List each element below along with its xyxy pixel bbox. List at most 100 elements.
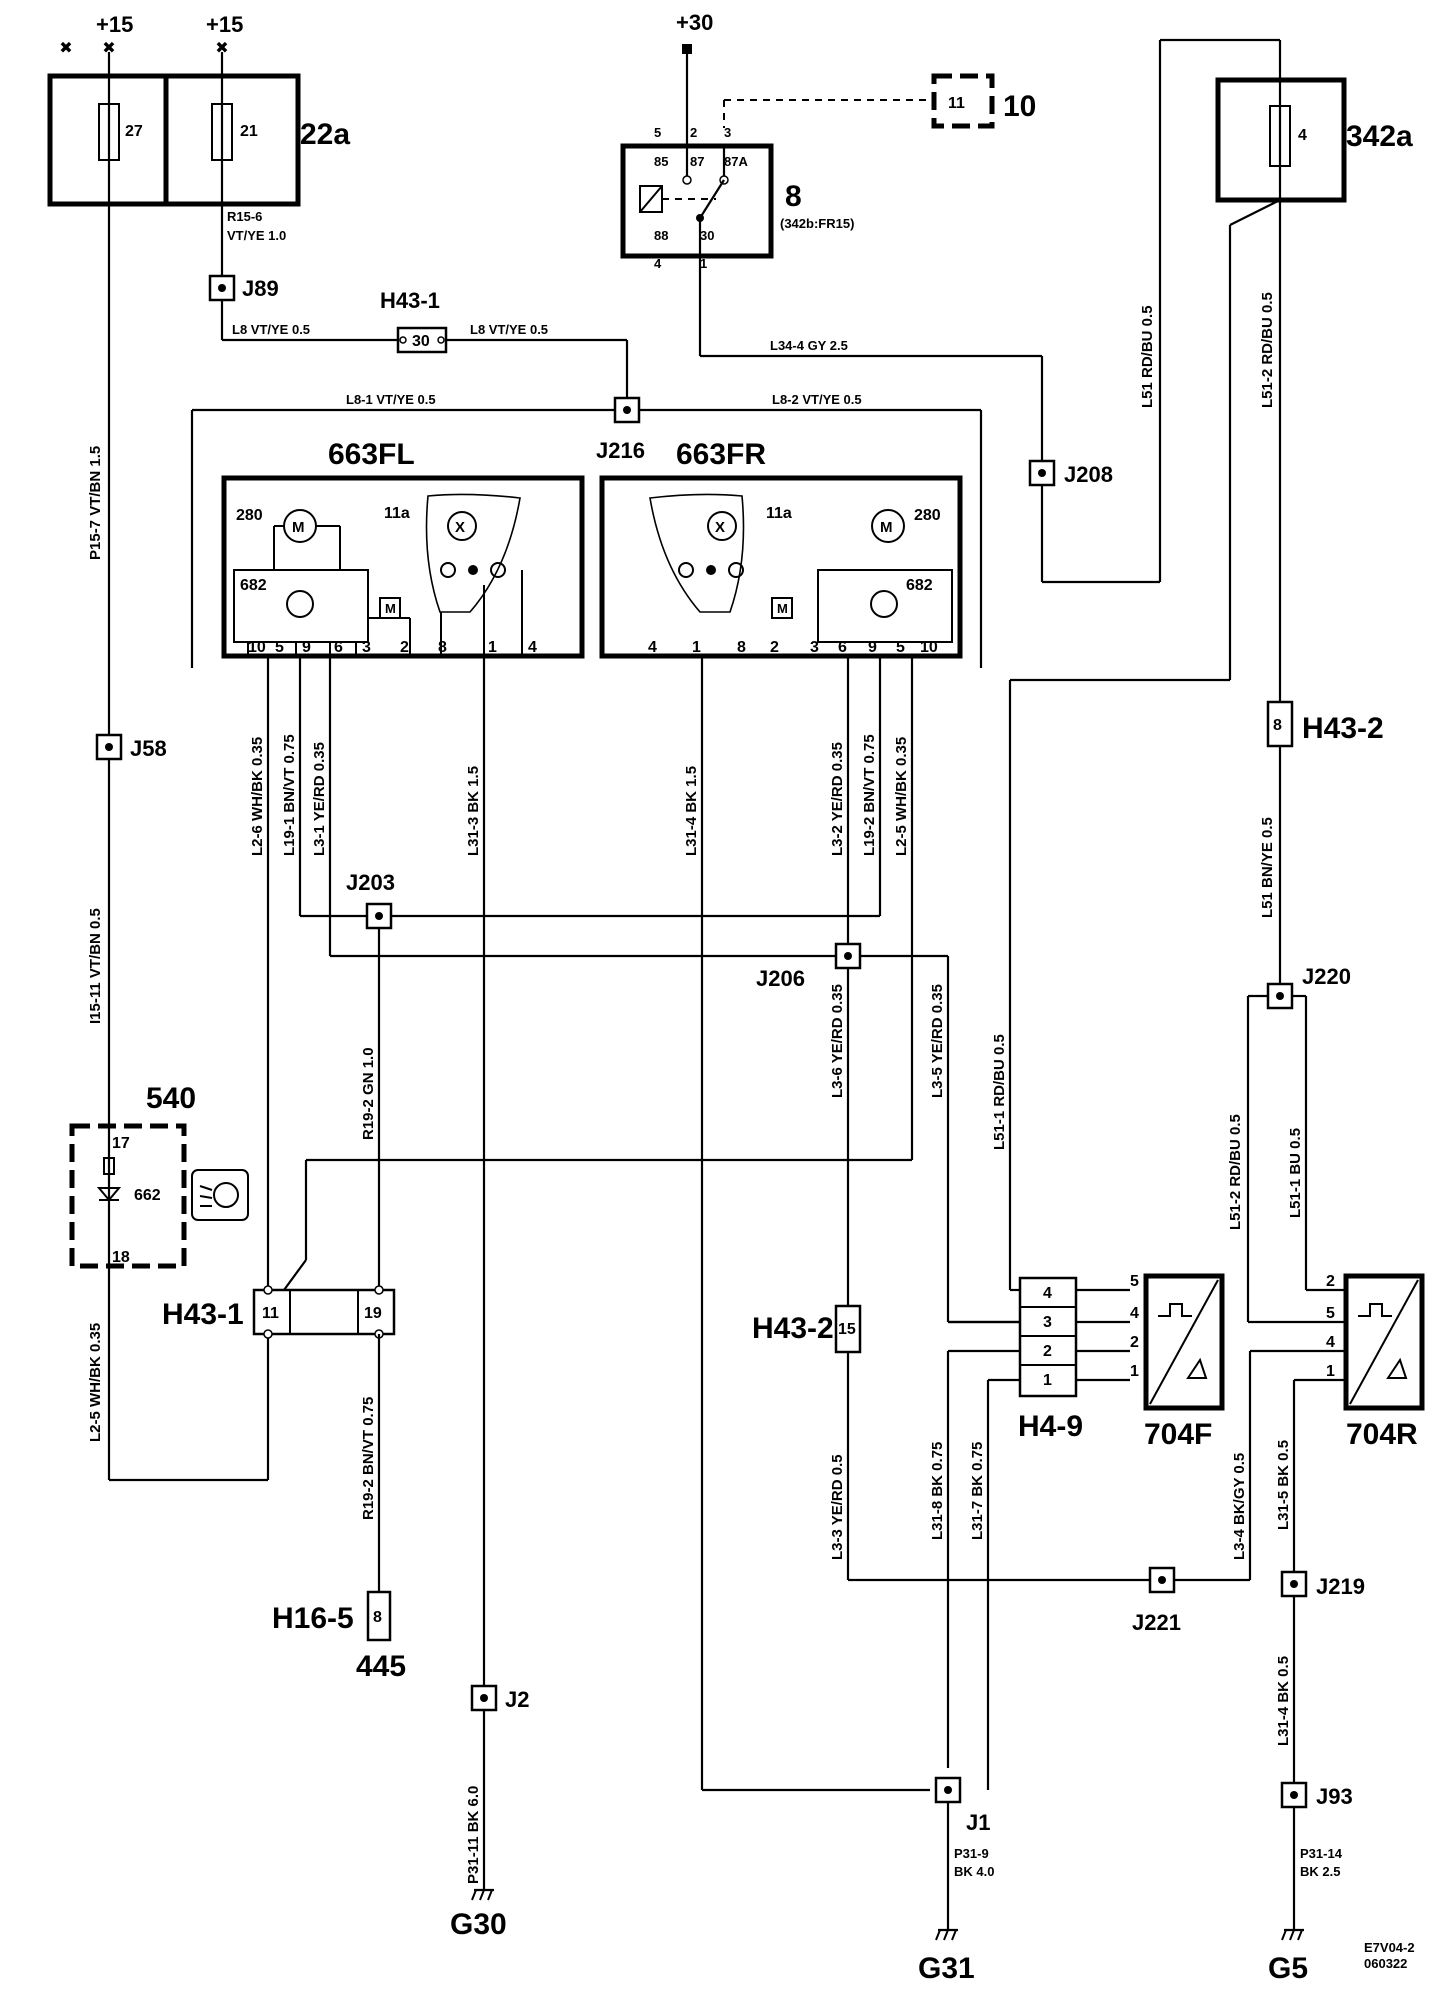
svg-text:6: 6 — [334, 639, 343, 656]
ground-g5-label: G5 — [1268, 1952, 1308, 1985]
junction-j219-label: J219 — [1316, 1574, 1365, 1599]
supply-plus30: +30 — [676, 10, 713, 35]
junction-j58-label: J58 — [130, 736, 167, 761]
junction-j220: J220 L51-2 RD/BU 0.5 L51-1 BU 0.5 — [1227, 964, 1351, 1324]
svg-text:L19-1 BN/VT 0.75: L19-1 BN/VT 0.75 — [281, 734, 298, 856]
svg-text:4: 4 — [1043, 1285, 1052, 1302]
lamp-reflector-fr — [649, 493, 745, 613]
connector-h43-2-right-label: H43-2 — [1302, 712, 1384, 745]
sensor-icon — [286, 590, 314, 618]
svg-text:8: 8 — [438, 639, 447, 656]
control-unit-682-fl — [233, 569, 369, 643]
connector-h43-1-bottom: H43-1 11 19 R19-2 BN/VT 0.75 — [162, 1285, 396, 1592]
actuator-663fr-outline — [599, 475, 963, 659]
ground-g31-label: G31 — [918, 1952, 975, 1985]
svg-text:6: 6 — [838, 639, 847, 656]
wire-l51-2-top-label: L51-2 RD/BU 0.5 — [1259, 292, 1276, 408]
svg-text:L3-6 YE/RD 0.35: L3-6 YE/RD 0.35 — [829, 984, 846, 1098]
svg-text:L31-4 BK 1.5: L31-4 BK 1.5 — [683, 766, 700, 856]
svg-text:R19-2 GN 1.0: R19-2 GN 1.0 — [360, 1047, 377, 1140]
junction-j208-label: J208 — [1064, 462, 1113, 487]
junction-j203-label: J203 — [346, 870, 395, 895]
junction-j216: L8-1 VT/YE 0.5 L8-2 VT/YE 0.5 J216 — [190, 392, 983, 668]
component-704f-label: 704F — [1144, 1418, 1212, 1451]
supply-terminal-b: ✖ — [215, 40, 228, 57]
svg-text:M: M — [777, 601, 788, 616]
svg-text:L3-1 YE/RD 0.35: L3-1 YE/RD 0.35 — [311, 742, 328, 856]
svg-text:L51 BN/YE 0.5: L51 BN/YE 0.5 — [1259, 817, 1276, 918]
component-22a-label: 22a — [300, 118, 350, 151]
junction-j221: J221 — [1132, 1566, 1181, 1635]
svg-text:L51-1 RD/BU 0.5: L51-1 RD/BU 0.5 — [991, 1034, 1008, 1150]
svg-text:87: 87 — [690, 154, 704, 169]
svg-text:L3-4 BK/GY 0.5: L3-4 BK/GY 0.5 — [1231, 1453, 1248, 1560]
svg-text:85: 85 — [654, 154, 668, 169]
svg-text:4: 4 — [654, 256, 662, 271]
svg-text:X: X — [455, 519, 465, 536]
connector-h43-2-right: 8 H43-2 L51 BN/YE 0.5 — [1259, 700, 1384, 984]
connector-h43-2-mid: H43-2 15 L3-3 YE/RD 0.5 — [752, 1304, 1150, 1582]
wire-p15-7: P15-7 VT/BN 1.5 I15-11 VT/BN 0.5 — [87, 204, 111, 1130]
svg-text:87A: 87A — [724, 154, 748, 169]
connector-h43-1-top: H43-1 30 L8 VT/YE 0.5 — [380, 288, 629, 398]
component-540-outline — [69, 1123, 187, 1269]
junction-j220-label: J220 — [1302, 964, 1351, 989]
svg-text:11a: 11a — [766, 505, 792, 522]
sensor-704f-outline — [1143, 1273, 1225, 1411]
actuator-663fr: 663FR X 11a M 280 682 M 4 1 8 2 3 6 9 5 … — [599, 438, 963, 659]
svg-text:682: 682 — [240, 577, 267, 594]
sensor-704r: 2 5 4 1 704R L3-4 BK/GY 0.5 L31-5 BK 0.5 — [1174, 1273, 1425, 1582]
wire-i15-11-label: I15-11 VT/BN 0.5 — [87, 908, 104, 1024]
svg-text:L31-4 BK 0.5: L31-4 BK 0.5 — [1275, 1656, 1292, 1746]
svg-text:2: 2 — [400, 639, 409, 656]
svg-text:4: 4 — [1130, 1305, 1139, 1322]
svg-text:✖: ✖ — [59, 40, 72, 57]
svg-text:P31-9: P31-9 — [954, 1846, 989, 1861]
svg-text:280: 280 — [236, 507, 263, 524]
wire-r15-6-label-b: VT/YE 1.0 — [227, 228, 286, 243]
fusebox-22a-outline — [47, 73, 301, 207]
svg-text:5: 5 — [896, 639, 905, 656]
svg-text:15: 15 — [838, 1321, 856, 1338]
svg-text:4: 4 — [1326, 1334, 1335, 1351]
svg-text:1: 1 — [692, 639, 701, 656]
wire-l34-4-label: L34-4 GY 2.5 — [770, 338, 848, 353]
svg-text:11: 11 — [262, 1305, 279, 1322]
svg-text:R19-2 BN/VT 0.75: R19-2 BN/VT 0.75 — [360, 1397, 377, 1520]
lamp-icon — [447, 511, 477, 541]
wire-l51-top-label: L51 RD/BU 0.5 — [1139, 305, 1156, 408]
document-date: 060322 — [1364, 1956, 1407, 1971]
relay-8-outline — [620, 143, 774, 259]
wire-l8-1-label: L8-1 VT/YE 0.5 — [346, 392, 436, 407]
junction-j219: J219 L31-4 BK 0.5 — [1275, 1570, 1365, 1783]
svg-text:10: 10 — [248, 639, 266, 656]
component-663fr-label: 663FR — [676, 438, 766, 471]
svg-text:5: 5 — [654, 125, 661, 140]
svg-text:L31-5 BK 0.5: L31-5 BK 0.5 — [1275, 1440, 1292, 1530]
svg-text:9: 9 — [868, 639, 877, 656]
svg-text:662: 662 — [134, 1187, 161, 1204]
actuator-663fl-outline — [221, 475, 585, 659]
svg-text:30: 30 — [700, 228, 714, 243]
connector-h43-2-mid-label: H43-2 — [752, 1312, 834, 1345]
svg-text:2: 2 — [690, 125, 697, 140]
svg-text:4: 4 — [528, 639, 537, 656]
svg-text:1: 1 — [1043, 1372, 1052, 1389]
svg-text:3: 3 — [1043, 1314, 1052, 1331]
svg-text:1: 1 — [700, 256, 707, 271]
junction-j206-label: J206 — [756, 966, 805, 991]
svg-text:2: 2 — [1043, 1343, 1052, 1360]
ground-g30-label: G30 — [450, 1908, 507, 1941]
svg-text:8: 8 — [373, 1609, 382, 1626]
svg-text:8: 8 — [1273, 717, 1282, 734]
wire-l8-2-label: L8-2 VT/YE 0.5 — [772, 392, 862, 407]
svg-text:M: M — [880, 519, 893, 536]
wire-p15-7-label: P15-7 VT/BN 1.5 — [87, 446, 104, 560]
component-10-box — [931, 73, 995, 129]
fuse-4-label: 4 — [1298, 127, 1307, 144]
svg-text:M: M — [292, 519, 305, 536]
junction-j58: J58 — [95, 733, 167, 761]
connector-h43-1-top-label: H43-1 — [380, 288, 440, 313]
svg-text:L2-5 WH/BK 0.35: L2-5 WH/BK 0.35 — [893, 737, 910, 856]
connector-h43-1-bottom-label: H43-1 — [162, 1298, 244, 1331]
